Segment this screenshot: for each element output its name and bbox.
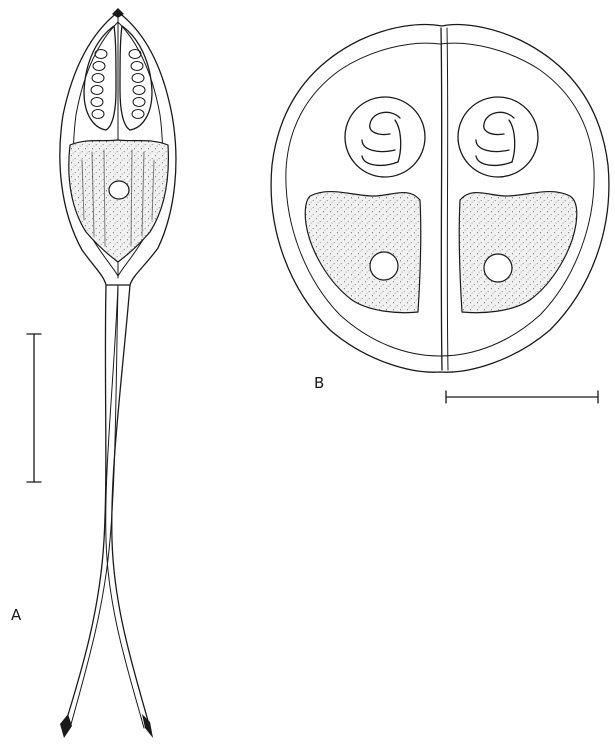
nucleus-b-right	[484, 254, 512, 282]
spore-a-apex	[112, 8, 124, 18]
caudal-process-a-left-inner	[70, 285, 118, 728]
scale-bar-b	[446, 391, 598, 403]
caudal-process-a-right	[112, 285, 150, 728]
sporoplasm-b-right	[459, 192, 577, 313]
figure-label-b: B	[314, 374, 324, 392]
spore-b-drawing	[271, 25, 609, 403]
caudal-process-a-left	[64, 285, 106, 728]
nucleus-a	[109, 181, 129, 199]
spore-a-drawing	[27, 8, 176, 738]
polar-filament-b-right	[476, 112, 515, 165]
tail-tip-a-left	[60, 714, 72, 738]
polar-filament-a-right	[129, 50, 145, 119]
polar-filament-b-left	[362, 112, 401, 165]
scale-bar-a	[27, 334, 41, 482]
spore-b-suture	[441, 28, 442, 370]
figure-label-a: A	[11, 606, 21, 624]
polar-capsule-a-left	[84, 26, 116, 130]
polar-filament-a-left	[91, 50, 107, 119]
spore-b-suture-inner	[447, 28, 448, 370]
nucleus-b-left	[370, 252, 398, 280]
polar-capsule-a-right	[120, 26, 152, 130]
